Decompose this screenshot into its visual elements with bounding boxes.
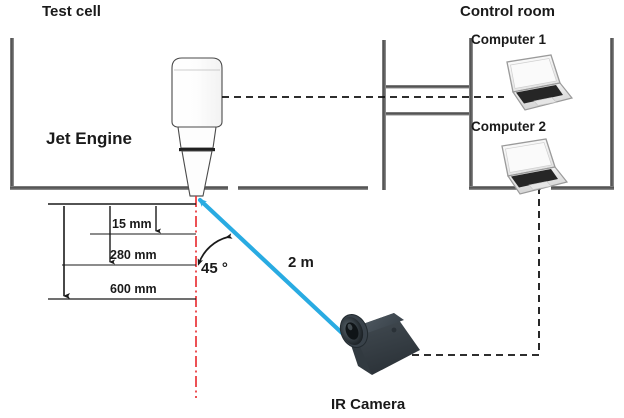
test-cell-floor-left xyxy=(10,186,228,190)
computer-1-trackpad xyxy=(533,97,557,106)
computer-2-keyboard xyxy=(511,169,558,188)
jet-engine xyxy=(171,57,223,197)
test-cell-floor-right xyxy=(238,186,368,190)
ir-camera[interactable] xyxy=(336,310,420,375)
camera-sight-line xyxy=(197,197,345,336)
control-room-floor-right xyxy=(551,186,614,190)
control-room-title: Control room xyxy=(460,3,555,20)
dimension-lines xyxy=(48,203,196,300)
partition-wall xyxy=(382,40,386,190)
window-rail-top xyxy=(386,85,471,89)
window-rail-bottom xyxy=(386,112,471,116)
computer-1-label: Computer 1 xyxy=(471,32,547,47)
angle-arc xyxy=(197,233,233,266)
engine-collar xyxy=(177,126,217,149)
jet-engine-label: Jet Engine xyxy=(46,129,132,148)
engine-flange xyxy=(179,148,215,152)
ir-camera-lens-highlight xyxy=(347,323,353,331)
ir-camera-button[interactable] xyxy=(391,327,397,333)
control-room-left-wall xyxy=(469,38,473,188)
control-room-right-wall xyxy=(610,38,614,190)
dim-15mm-label: 15 mm xyxy=(112,217,152,231)
dim-280mm-label: 280 mm xyxy=(110,248,157,262)
computer-2[interactable] xyxy=(501,138,569,195)
computer-2-screen-inner xyxy=(505,142,552,173)
test-cell-left-wall xyxy=(10,38,14,190)
test-cell-title: Test cell xyxy=(42,3,101,20)
partition-wall-group xyxy=(382,38,473,190)
camera-to-computer2-cable xyxy=(400,188,540,356)
test-cell-walls xyxy=(10,38,368,190)
computer-1-screen-inner xyxy=(510,58,557,89)
engine-body xyxy=(171,57,223,128)
computer-2-label: Computer 2 xyxy=(471,119,547,134)
angle-label: 45 ° xyxy=(201,260,228,277)
control-room-floor-left xyxy=(469,186,541,190)
ir-camera-label: IR Camera xyxy=(331,396,406,413)
distance-label: 2 m xyxy=(288,254,314,271)
control-room-walls xyxy=(469,38,614,190)
computer-1[interactable] xyxy=(506,54,574,111)
computer-2-trackpad xyxy=(528,181,552,190)
angle-arc-group xyxy=(197,233,233,266)
dim-600mm-label: 600 mm xyxy=(110,282,157,296)
computer-1-keyboard xyxy=(516,85,563,104)
